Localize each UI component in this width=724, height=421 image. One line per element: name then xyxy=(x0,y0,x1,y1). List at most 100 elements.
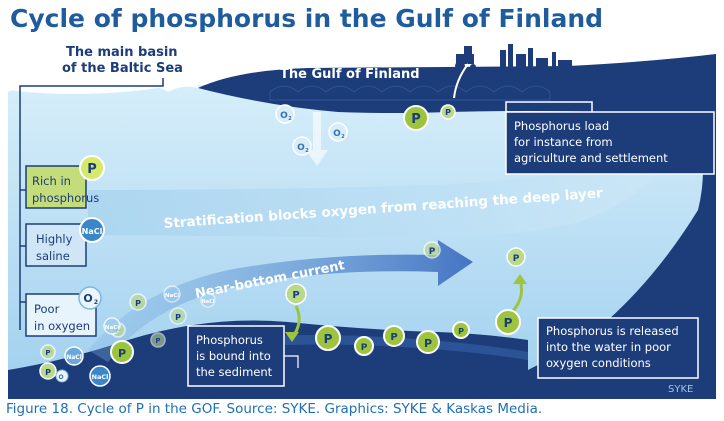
svg-text:O: O xyxy=(333,129,341,139)
svg-text:2: 2 xyxy=(94,299,98,306)
nacl-icon: NaCl xyxy=(163,285,181,303)
oxygen-down-arrow xyxy=(306,112,328,166)
svg-text:is bound into: is bound into xyxy=(196,349,271,363)
nacl-icon: NaCl xyxy=(89,365,111,387)
oxygen-icon: O 2 xyxy=(275,104,295,124)
svg-text:in oxygen: in oxygen xyxy=(34,319,90,333)
main-basin-label: The main basin xyxy=(66,45,178,60)
phosphorus-icon: P xyxy=(39,362,57,380)
svg-text:phosphorus: phosphorus xyxy=(32,191,99,205)
svg-text:O: O xyxy=(297,143,305,153)
phosphorus-icon: P xyxy=(416,330,440,354)
legend-connectors xyxy=(20,189,26,303)
phosphorus-cycle-diagram: The main basin of the Baltic Sea The Gul… xyxy=(8,44,716,399)
oxygen-icon: O xyxy=(55,369,69,383)
svg-text:P: P xyxy=(390,332,397,343)
phosphorus-icon: P xyxy=(506,247,526,267)
phosphorus-icon: P xyxy=(129,293,147,311)
bound-box-connector xyxy=(284,355,299,368)
release-arrowhead xyxy=(513,274,527,284)
phosphorus-load-box: Phosphorus load for instance from agricu… xyxy=(505,101,715,175)
svg-text:2: 2 xyxy=(305,148,309,154)
phosphorus-icon: P xyxy=(440,104,456,120)
svg-text:O: O xyxy=(58,374,63,381)
bind-arrowhead xyxy=(285,332,299,342)
svg-text:Phosphorus: Phosphorus xyxy=(196,333,263,347)
svg-text:NaCl: NaCl xyxy=(105,325,119,331)
oxygen-icon: O 2 xyxy=(328,122,348,142)
phosphorus-icon: P xyxy=(169,307,187,325)
svg-text:NaCl: NaCl xyxy=(66,354,82,361)
nacl-icon: NaCl xyxy=(64,346,84,366)
nacl-legend-icon: NaCl xyxy=(79,217,105,243)
phosphorus-icon: P xyxy=(495,309,521,335)
svg-text:for instance from: for instance from xyxy=(514,135,613,149)
main-basin-bracket xyxy=(19,78,164,330)
svg-text:O: O xyxy=(280,111,288,121)
phosphorus-icon: P xyxy=(423,241,441,259)
nacl-icon: NaCl xyxy=(103,317,121,335)
svg-text:NaCl: NaCl xyxy=(165,293,179,299)
phosphorus-icon: P xyxy=(354,336,374,356)
svg-text:the sediment: the sediment xyxy=(196,365,273,379)
svg-text:oxygen conditions: oxygen conditions xyxy=(546,356,651,370)
svg-text:agriculture and settlement: agriculture and settlement xyxy=(514,151,668,165)
figure-caption: Figure 18. Cycle of P in the GOF. Source… xyxy=(6,401,543,417)
svg-text:into the water in poor: into the water in poor xyxy=(546,340,671,354)
svg-text:P: P xyxy=(135,299,141,308)
svg-text:P: P xyxy=(445,108,451,117)
svg-text:P: P xyxy=(424,337,432,350)
oxygen-legend-icon: O 2 xyxy=(78,286,102,310)
phosphorus-icon: P xyxy=(452,321,470,339)
svg-text:P: P xyxy=(411,112,421,127)
svg-text:P: P xyxy=(429,247,436,257)
svg-text:P: P xyxy=(155,337,160,345)
gulf-surface xyxy=(269,85,551,101)
phosphorus-icon: P xyxy=(150,332,166,348)
svg-text:Phosphorus load: Phosphorus load xyxy=(514,119,609,133)
phosphorus-bound-box: Phosphorus is bound into the sediment xyxy=(187,325,285,387)
nacl-icon: NaCl xyxy=(200,292,216,308)
svg-text:P: P xyxy=(45,368,51,377)
svg-text:O: O xyxy=(83,292,92,305)
svg-text:P: P xyxy=(361,343,368,353)
diagram-title: Cycle of phosphorus in the Gulf of Finla… xyxy=(10,4,604,33)
svg-text:NaCl: NaCl xyxy=(92,373,109,381)
svg-text:P: P xyxy=(324,332,333,346)
phosphorus-icon: P xyxy=(110,340,134,364)
svg-text:Rich in: Rich in xyxy=(32,174,71,188)
main-basin-label-2: of the Baltic Sea xyxy=(62,61,183,76)
phosphorus-legend-icon: P xyxy=(79,155,105,181)
legend-highly-saline: Highly saline xyxy=(25,223,87,267)
phosphorus-icon: P xyxy=(285,283,307,305)
svg-text:P: P xyxy=(87,162,97,177)
svg-text:NaCl: NaCl xyxy=(82,227,103,236)
svg-text:P: P xyxy=(45,349,50,357)
svg-text:P: P xyxy=(458,327,464,336)
svg-text:P: P xyxy=(175,313,181,322)
oxygen-icon: O 2 xyxy=(292,136,312,156)
stratification-band xyxy=(88,140,668,239)
svg-text:P: P xyxy=(118,347,126,360)
sediment-layer xyxy=(208,335,528,360)
svg-text:P: P xyxy=(292,290,299,301)
phosphorus-icon: P xyxy=(383,325,405,347)
phosphorus-icon: P xyxy=(40,344,56,360)
legend-rich-phosphorus: Rich in phosphorus xyxy=(25,165,99,209)
tractor-icon xyxy=(455,46,476,71)
svg-text:2: 2 xyxy=(288,116,292,122)
load-arrow xyxy=(453,63,469,99)
svg-text:NaCl: NaCl xyxy=(202,299,215,305)
near-bottom-current-arrow xyxy=(88,240,473,362)
svg-text:Poor: Poor xyxy=(34,302,60,316)
svg-text:P: P xyxy=(504,316,513,330)
svg-text:Highly: Highly xyxy=(36,232,73,246)
city-silhouette xyxy=(500,44,572,76)
svg-text:P: P xyxy=(513,254,520,264)
svg-text:Phosphorus is released: Phosphorus is released xyxy=(546,324,679,338)
phosphorus-icon: P xyxy=(315,325,341,351)
svg-text:2: 2 xyxy=(341,134,345,140)
gulf-label: The Gulf of Finland xyxy=(280,67,420,82)
phosphorus-icon: P xyxy=(403,105,429,131)
phosphorus-released-box: Phosphorus is released into the water in… xyxy=(537,317,699,379)
